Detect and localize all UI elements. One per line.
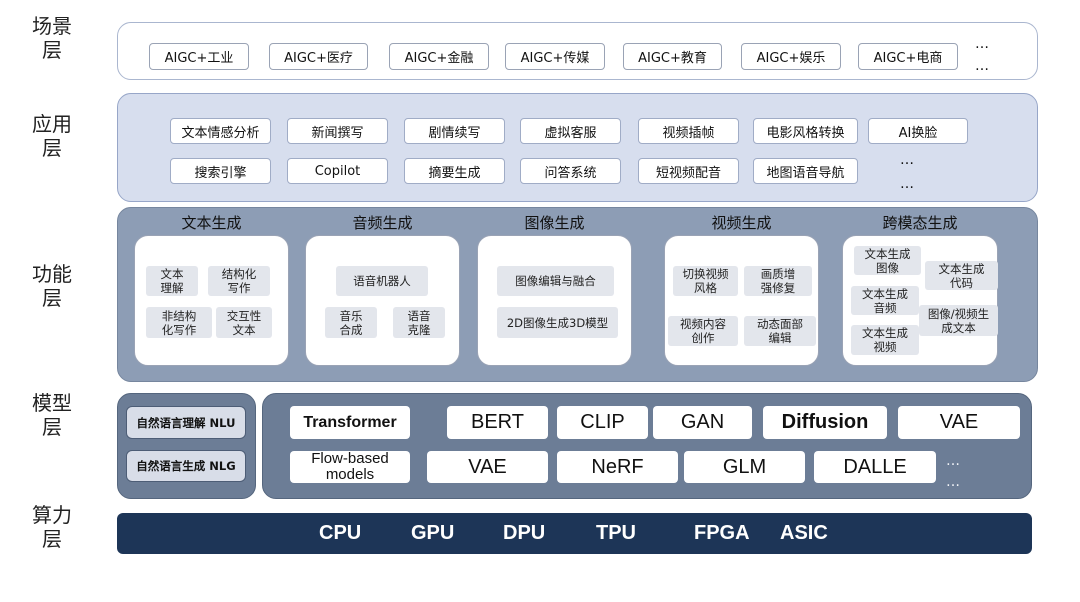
layer-label-app: 应用层: [32, 112, 72, 160]
scene-item: AIGC+娱乐: [741, 43, 841, 70]
scene-item: AIGC+医疗: [269, 43, 368, 70]
scene-item: AIGC+传媒: [505, 43, 605, 70]
app-item: 短视频配音: [638, 158, 739, 184]
model-box: Diffusion: [763, 406, 887, 439]
func-chip: 文本生成视频: [851, 325, 919, 355]
scene-item: AIGC+教育: [623, 43, 722, 70]
ellipsis: …: [946, 474, 961, 490]
func-chip: 音乐合成: [325, 307, 377, 338]
app-item: 新闻撰写: [287, 118, 388, 144]
nlu-box: 自然语言理解 NLU: [126, 406, 246, 439]
app-item: AI换脸: [868, 118, 968, 144]
compute-item: DPU: [503, 522, 546, 544]
func-chip: 文本生成音频: [851, 286, 919, 315]
model-box: GAN: [653, 406, 752, 439]
model-box: DALLE: [814, 451, 936, 483]
func-chip: 视频内容创作: [668, 316, 738, 346]
func-chip: 图像/视频生成文本: [919, 305, 998, 336]
app-item: 问答系统: [520, 158, 621, 184]
func-panel-image: [477, 235, 632, 366]
app-item: 视频插帧: [638, 118, 739, 144]
compute-item: CPU: [319, 522, 362, 544]
model-box: BERT: [447, 406, 548, 439]
func-chip: 动态面部编辑: [744, 316, 816, 346]
model-box: VAE: [427, 451, 548, 483]
scene-item: AIGC+工业: [149, 43, 249, 70]
func-title-video: 视频生成: [711, 214, 772, 232]
func-chip: 画质增强修复: [744, 266, 812, 296]
layer-label-scene: 场景层: [32, 14, 72, 62]
func-chip: 图像编辑与融合: [497, 266, 614, 296]
app-item: 文本情感分析: [170, 118, 271, 144]
func-chip: 语音机器人: [336, 266, 428, 296]
app-item: 虚拟客服: [520, 118, 621, 144]
model-box: GLM: [684, 451, 805, 483]
layer-label-model: 模型层: [32, 391, 72, 439]
func-chip: 交互性文本: [216, 307, 272, 338]
app-item: 电影风格转换: [753, 118, 858, 144]
app-item: 剧情续写: [404, 118, 505, 144]
compute-item: ASIC: [780, 522, 828, 544]
model-box: VAE: [898, 406, 1020, 439]
model-box: CLIP: [557, 406, 648, 439]
ellipsis: …: [975, 36, 990, 52]
func-title-text: 文本生成: [181, 214, 242, 232]
func-chip: 文本生成代码: [925, 261, 998, 290]
compute-item: TPU: [596, 522, 636, 544]
func-panel-video: [664, 235, 819, 366]
func-chip: 非结构化写作: [146, 307, 212, 338]
layer-label-compute: 算力层: [32, 503, 72, 551]
model-box: Flow-based models: [290, 451, 410, 483]
nlg-box: 自然语言生成 NLG: [126, 450, 246, 482]
ellipsis: …: [975, 58, 990, 74]
func-chip: 语音克隆: [393, 307, 445, 338]
model-box: Transformer: [290, 406, 410, 439]
func-chip: 结构化写作: [208, 266, 270, 296]
func-chip: 文本生成图像: [854, 246, 921, 275]
func-panel-text: [134, 235, 289, 366]
func-title-image: 图像生成: [524, 214, 585, 232]
func-chip: 切换视频风格: [673, 266, 738, 296]
app-item: 地图语音导航: [753, 158, 858, 184]
scene-item: AIGC+金融: [389, 43, 489, 70]
func-title-audio: 音频生成: [352, 214, 413, 232]
compute-item: FPGA: [694, 522, 750, 544]
model-box: NeRF: [557, 451, 678, 483]
app-item: 摘要生成: [404, 158, 505, 184]
func-chip: 文本理解: [146, 266, 198, 296]
compute-layer-band: [117, 513, 1032, 554]
app-item: 搜索引擎: [170, 158, 271, 184]
compute-item: GPU: [411, 522, 455, 544]
layer-label-func: 功能层: [32, 262, 72, 310]
ellipsis: …: [900, 176, 915, 192]
func-title-cross: 跨模态生成: [882, 214, 958, 232]
func-panel-audio: [305, 235, 460, 366]
app-item: Copilot: [287, 158, 388, 184]
ellipsis: …: [946, 453, 961, 469]
scene-item: AIGC+电商: [858, 43, 958, 70]
ellipsis: …: [900, 152, 915, 168]
func-chip: 2D图像生成3D模型: [497, 307, 618, 338]
